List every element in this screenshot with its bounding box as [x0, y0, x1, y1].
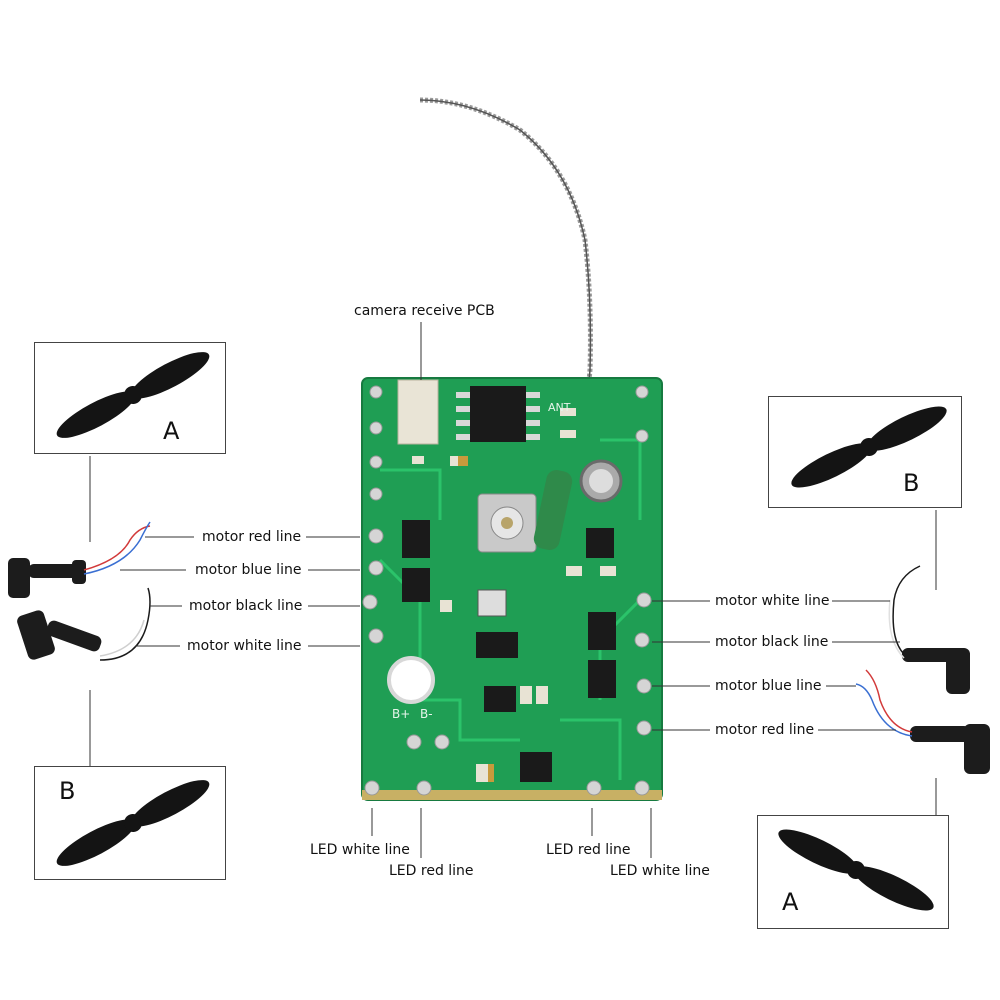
led-red-line-left-label: LED red line	[389, 863, 474, 879]
antenna-wire	[419, 97, 593, 393]
right-motor-white-line-label: motor white line	[715, 593, 830, 609]
motor-top-right	[902, 648, 970, 694]
propeller-box-bottom-left: B	[34, 766, 226, 880]
right-motor-red-line-label: motor red line	[715, 722, 815, 738]
propeller-label-a: A	[163, 417, 180, 445]
pcb-bplus-label: B+	[392, 707, 411, 721]
propeller-box-top-left: A	[34, 342, 226, 454]
propeller-label-b: B	[59, 777, 76, 805]
propeller-icon	[778, 829, 934, 911]
motor-top-left	[8, 558, 86, 598]
propeller-icon	[56, 780, 210, 866]
right-motor-blue-line-label: motor blue line	[715, 678, 822, 694]
led-red-line-right-label: LED red line	[546, 842, 631, 858]
led-white-line-left-label: LED white line	[310, 842, 410, 858]
propeller-box-bottom-right: A	[757, 815, 949, 929]
left-motor-black-line-label: motor black line	[189, 598, 303, 614]
left-motor-blue-line-label: motor blue line	[195, 562, 302, 578]
led-white-line-right-label: LED white line	[610, 863, 710, 879]
left-motor-red-line-label: motor red line	[202, 529, 302, 545]
flight-control-pcb	[361, 377, 663, 801]
propeller-box-top-right: B	[768, 396, 962, 508]
pcb-ant-label: ANT	[548, 401, 571, 414]
right-motor-black-line-label: motor black line	[715, 634, 829, 650]
propeller-icon	[56, 352, 210, 438]
pcb-bminus-label: B-	[420, 707, 433, 721]
camera-receive-pcb-label: camera receive PCB	[354, 303, 495, 319]
motor-bottom-right	[910, 724, 990, 774]
propeller-label-a: A	[782, 888, 799, 916]
motor-bottom-left	[17, 610, 102, 660]
propeller-label-b: B	[903, 469, 920, 497]
left-motor-white-line-label: motor white line	[187, 638, 302, 654]
propeller-icon	[791, 406, 947, 488]
leader-lines	[89, 322, 937, 858]
